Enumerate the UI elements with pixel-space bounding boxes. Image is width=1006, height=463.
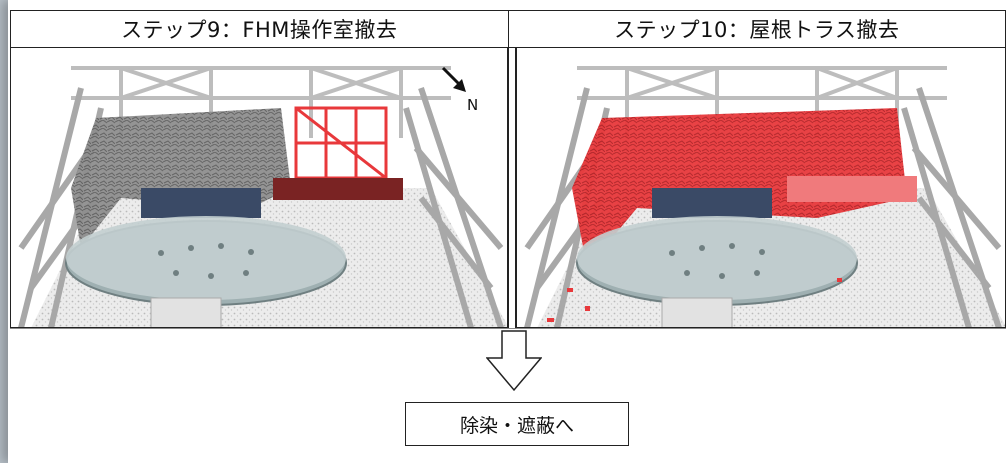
step10-title: ステップ10：屋根トラス撤去: [507, 11, 1006, 47]
step9-render-image: [18, 66, 507, 327]
step9-title: ステップ9：FHM操作室撤去: [121, 18, 398, 42]
panel-divider: [508, 48, 516, 328]
next-step-label: 除染・遮蔽へ: [459, 414, 574, 437]
step9-render-panel: N: [10, 48, 508, 328]
slide: ステップ9：FHM操作室撤去 ステップ10：屋根トラス撤去: [8, 0, 1006, 463]
down-arrow-outline-icon: [486, 330, 542, 392]
panel-bottom-rule: [10, 328, 1006, 329]
step10-render-image: [524, 66, 1005, 327]
step-header-row: ステップ9：FHM操作室撤去 ステップ10：屋根トラス撤去: [10, 10, 1006, 48]
next-step-box: 除染・遮蔽へ: [405, 402, 629, 446]
north-arrow-icon: [441, 66, 466, 92]
step10-render-panel: [516, 48, 1006, 328]
north-label: N: [467, 96, 479, 114]
